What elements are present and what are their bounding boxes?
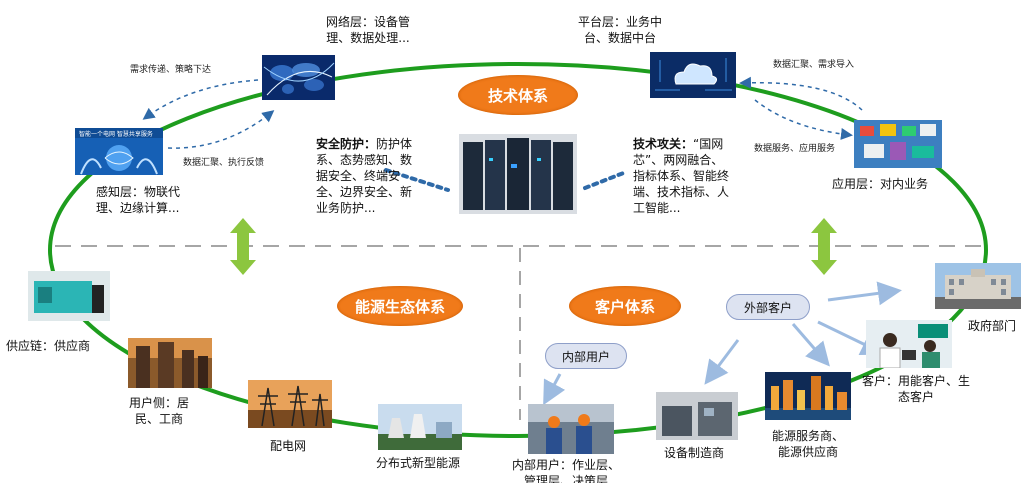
internal-workers-image	[528, 404, 614, 454]
flow-label-data-feedback: 数据汇聚、执行反馈	[183, 158, 265, 168]
perception-layer-label: 感知层：物联代理、边缘计算...	[96, 185, 181, 215]
perception-globe-image: 智能一个电网 智慧共享服务	[75, 128, 163, 175]
government-building-image	[935, 263, 1021, 309]
internal-users-label: 内部用户：作业层、管理层、决策层	[511, 458, 620, 483]
application-layer-label: 应用层：对内业务	[832, 177, 929, 191]
tech-attack-title: 技术攻关：	[633, 137, 694, 151]
tech-link	[583, 170, 628, 190]
perception-banner-text: 智能一个电网 智慧共享服务	[79, 130, 153, 138]
security-link	[384, 168, 450, 192]
distribution-label: 配电网	[270, 439, 307, 453]
customer-service-image	[866, 320, 952, 368]
tech-attack-text: 技术攻关：“国网芯”、两网融合、指标体系、智能终端、技术指标、人工智能...	[633, 136, 731, 216]
supply-chain-label: 供应链：供应商	[6, 339, 91, 353]
distributed-energy-image	[378, 404, 462, 450]
flow-arrow-data-feedback	[167, 110, 275, 149]
equipment-maker-label: 设备制造商	[664, 446, 725, 460]
application-services-image	[854, 120, 942, 168]
security-protection-body: 防护体系、态势感知、数据安全、终端安全、边界安全、新业务防护...	[316, 137, 413, 215]
user-side-label: 用户侧：居民、工商	[128, 396, 189, 426]
customers-label: 客户：用能客户、生态客户	[861, 374, 970, 404]
user-side-buildings-image	[128, 338, 212, 388]
platform-layer-label: 平台层：业务中台、数据中台	[577, 15, 662, 45]
energy-service-label: 能源服务商、能源供应商	[771, 429, 844, 459]
network-layer-label: 网络层：设备管理、数据处理...	[325, 15, 410, 45]
flow-label-data-import: 数据汇聚、需求导入	[773, 60, 855, 70]
tech-system-pill: 技术体系	[458, 75, 578, 115]
right-double-arrow	[811, 218, 837, 275]
flow-arrow-data-service	[754, 99, 853, 140]
ecosystem-ring	[48, 62, 988, 438]
flow-label-data-service: 数据服务、应用服务	[754, 144, 836, 154]
distributed-energy-label: 分布式新型能源	[376, 456, 461, 470]
equipment-maker-image	[656, 392, 738, 440]
platform-cloud-image	[650, 52, 736, 98]
customer-system-pill: 客户体系	[569, 286, 681, 326]
supply-chain-generator-image	[28, 271, 110, 321]
tech-attack-body: “国网芯”、两网融合、指标体系、智能终端、技术指标、人工智能...	[633, 137, 730, 215]
external-customer-pill: 外部客户	[726, 294, 810, 320]
security-protection-text: 安全防护：防护体系、态势感知、数据安全、终端安全、边界安全、新业务防护...	[316, 136, 414, 216]
flow-label-demand-down: 需求传递、策略下达	[130, 65, 212, 75]
network-world-map-image	[262, 55, 335, 100]
energy-service-city-image	[765, 372, 851, 420]
flow-arrow-data-import	[739, 76, 863, 111]
government-label: 政府部门	[968, 319, 1017, 333]
security-protection-title: 安全防护：	[316, 137, 377, 151]
left-double-arrow	[230, 218, 256, 275]
server-rack-image	[459, 134, 577, 214]
internal-user-pill: 内部用户	[545, 343, 627, 369]
distribution-grid-image	[248, 380, 332, 428]
energy-ecosystem-pill: 能源生态体系	[337, 286, 463, 326]
